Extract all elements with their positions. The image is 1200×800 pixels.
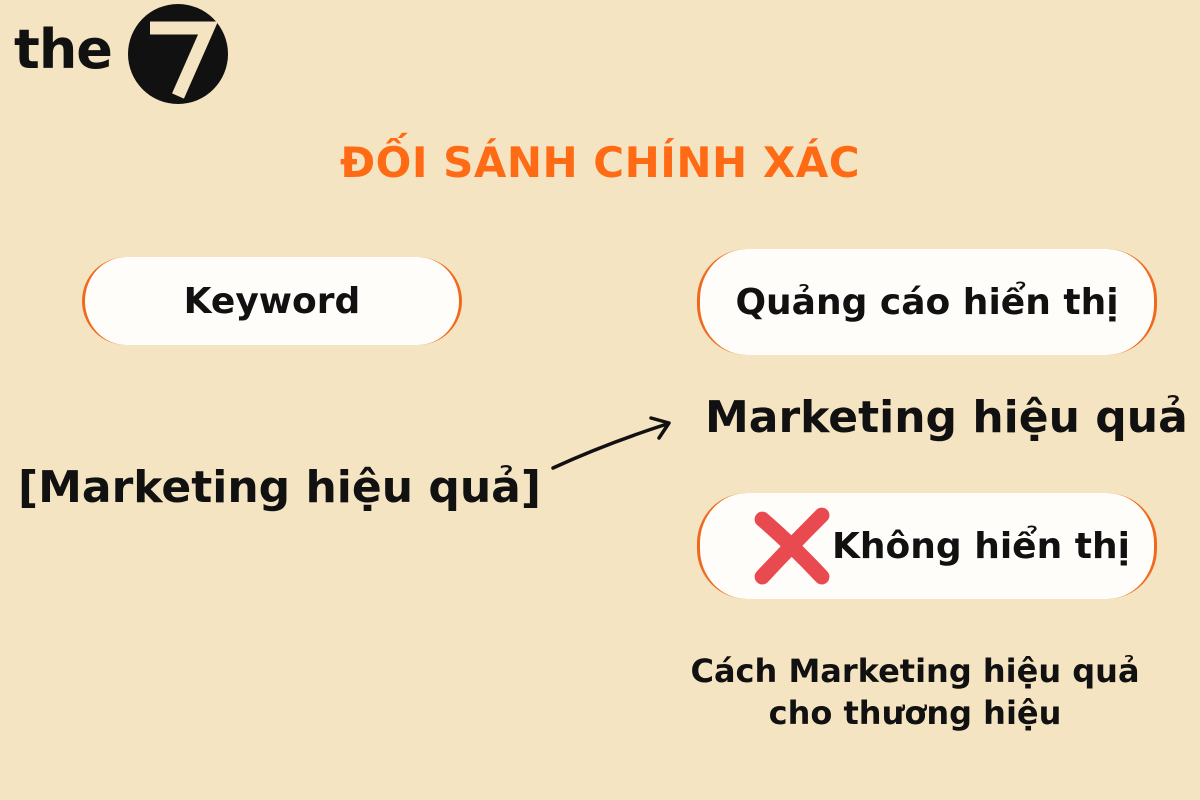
caption: Cách Marketing hiệu quả cho thương hiệu	[660, 650, 1170, 734]
page-title: ĐỐI SÁNH CHÍNH XÁC	[339, 138, 861, 187]
brand-logo: the	[14, 4, 234, 108]
logo-circle	[128, 4, 228, 104]
display-pill: Quảng cáo hiển thị	[697, 249, 1157, 355]
keyword-pill-label: Keyword	[183, 280, 361, 322]
keyword-pill: Keyword	[82, 257, 462, 345]
no-display-pill-label: Không hiển thị	[832, 525, 1130, 567]
display-pill-label: Quảng cáo hiển thị	[735, 281, 1119, 323]
arrow-icon	[551, 416, 671, 470]
logo-text: the	[14, 18, 113, 81]
logo-seven-mark	[150, 21, 218, 99]
caption-line-2: cho thương hiệu	[768, 694, 1062, 733]
no-display-pill: Không hiển thị	[697, 493, 1157, 599]
red-x-icon	[754, 507, 830, 585]
result-text: Marketing hiệu quả	[705, 392, 1188, 443]
caption-line-1: Cách Marketing hiệu quả	[690, 652, 1140, 690]
keyword-value: [Marketing hiệu quả]	[18, 462, 541, 513]
